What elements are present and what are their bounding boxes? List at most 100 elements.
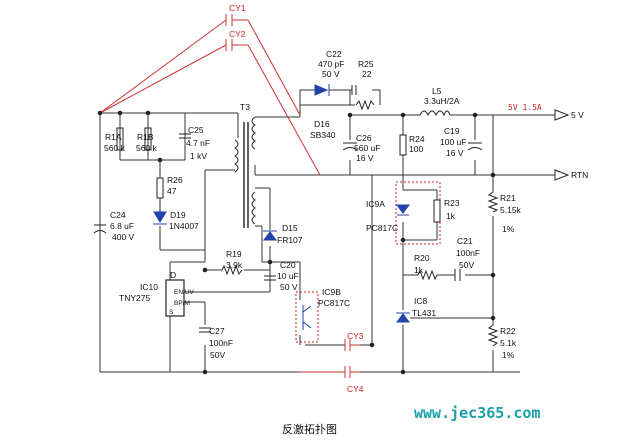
label-r22-1: 5.1k <box>500 338 517 348</box>
label-ic9b-0: IC9B <box>322 287 341 297</box>
label-r21-0: R21 <box>500 193 516 203</box>
label-ic10-0: IC10 <box>140 282 158 292</box>
label-cy4: CY4 <box>347 384 364 394</box>
label-c26-2: 16 V <box>356 153 374 163</box>
t3-primary <box>234 139 239 173</box>
label-out-rating: 5V 1.5A <box>508 103 542 112</box>
label-c21-1: 100nF <box>456 248 480 258</box>
out-5v-arrow <box>554 109 570 121</box>
label-pin-d: D <box>170 270 176 280</box>
diagram-caption: 反激拓扑图 <box>282 422 337 436</box>
label-r26-1: 47 <box>167 186 177 196</box>
label-r21-1: 5.15k <box>500 205 522 215</box>
label-r26-0: R26 <box>167 175 183 185</box>
rtn-arrow <box>554 169 570 181</box>
label-rtn: RTN <box>571 170 588 180</box>
label-r1a-0: R1A <box>105 132 122 142</box>
r21-body <box>487 191 499 213</box>
r1a-body <box>116 127 124 151</box>
tl431-ref <box>396 313 410 323</box>
r23-body <box>433 199 441 223</box>
r26-body <box>156 177 164 199</box>
label-r20-0: R20 <box>414 253 430 263</box>
label-c26-1: 560 uF <box>354 143 380 153</box>
label-c19-1: 100 uF <box>440 137 466 147</box>
label-d16-1: SB340 <box>310 130 336 140</box>
label-c22-2: 50 V <box>322 69 340 79</box>
label-r1b-1: 560 k <box>136 143 158 153</box>
label-pin-bp: BP/M <box>174 300 190 307</box>
label-r19-0: R19 <box>226 249 242 259</box>
label-c24-1: 6.8 uF <box>110 221 134 231</box>
label-ic10-1: TNY275 <box>119 293 150 303</box>
label-cy1: CY1 <box>229 3 246 13</box>
label-t3: T3 <box>240 102 250 112</box>
label-out-5v: 5 V <box>571 110 584 120</box>
labels: CY1 CY2 C22 470 pF 50 V R25 22 L5 3.3uH/… <box>104 3 588 436</box>
label-l5-1: 3.3uH/2A <box>424 96 460 106</box>
label-r22-2: 1% <box>502 350 515 360</box>
watermark: www.jec365.com <box>414 404 540 422</box>
label-r23-1: 1k <box>446 211 456 221</box>
label-d19-0: D19 <box>170 210 186 220</box>
label-pin-en: EN/UV <box>174 289 195 296</box>
label-c22-0: C22 <box>326 49 342 59</box>
label-r19-1: 3.9k <box>226 260 243 270</box>
label-c21-2: 50V <box>459 260 474 270</box>
label-c25-2: 1 kV <box>190 151 207 161</box>
label-c27-0: C27 <box>209 326 225 336</box>
label-c20-0: C20 <box>280 260 296 270</box>
d15-diode <box>263 231 277 241</box>
y-cap-wires <box>99 14 345 373</box>
r20-body <box>417 269 438 281</box>
ic10-box <box>165 279 185 317</box>
label-r25-1: 22 <box>362 69 372 79</box>
label-r1a-1: 560 k <box>104 143 126 153</box>
label-d15-1: FR107 <box>277 235 303 245</box>
label-d16-0: D16 <box>314 119 330 129</box>
label-pin-s: S <box>169 309 174 316</box>
label-r21-2: 1% <box>502 224 515 234</box>
wires <box>99 89 555 373</box>
label-c19-0: C19 <box>444 126 460 136</box>
r25-body <box>355 99 375 111</box>
r22-body <box>487 324 499 347</box>
label-r24-1: 100 <box>409 144 423 154</box>
label-r24-0: R24 <box>409 134 425 144</box>
label-ic9a-0: IC9A <box>366 199 385 209</box>
l5-inductor <box>419 110 451 117</box>
label-d15-0: D15 <box>282 223 298 233</box>
label-c24-2: 400 V <box>112 232 135 242</box>
label-c20-2: 50 V <box>280 282 298 292</box>
label-c27-1: 100nF <box>209 338 233 348</box>
label-r25-0: R25 <box>358 59 374 69</box>
label-r1b-0: R1B <box>137 132 154 142</box>
label-ic8-0: IC8 <box>414 296 428 306</box>
label-c25-0: C25 <box>188 125 204 135</box>
component-symbols <box>93 84 570 378</box>
d19-diode <box>153 211 167 223</box>
label-r23-0: R23 <box>444 198 460 208</box>
t3-secondary <box>251 116 256 150</box>
label-c27-2: 50V <box>210 350 225 360</box>
label-d19-1: 1N4007 <box>169 221 199 231</box>
label-ic8-1: TL431 <box>412 308 436 318</box>
label-c26-0: C26 <box>356 133 372 143</box>
label-ic9a-1: PC817C <box>366 223 398 233</box>
label-c20-1: 10 uF <box>277 271 299 281</box>
label-c25-1: 4.7 nF <box>186 138 210 148</box>
d16-diode <box>314 84 329 96</box>
r24-body <box>399 134 407 156</box>
r1b-body <box>144 127 152 151</box>
t3-bias <box>251 191 256 225</box>
isolation-boundary <box>295 181 441 343</box>
label-c24-0: C24 <box>110 210 126 220</box>
label-cy3: CY3 <box>347 331 364 341</box>
r19-body <box>221 264 243 276</box>
label-c22-1: 470 pF <box>318 59 344 69</box>
ic9a-led <box>396 204 410 214</box>
label-r22-0: R22 <box>500 326 516 336</box>
label-l5-0: L5 <box>432 86 442 96</box>
label-c21-0: C21 <box>457 236 473 246</box>
